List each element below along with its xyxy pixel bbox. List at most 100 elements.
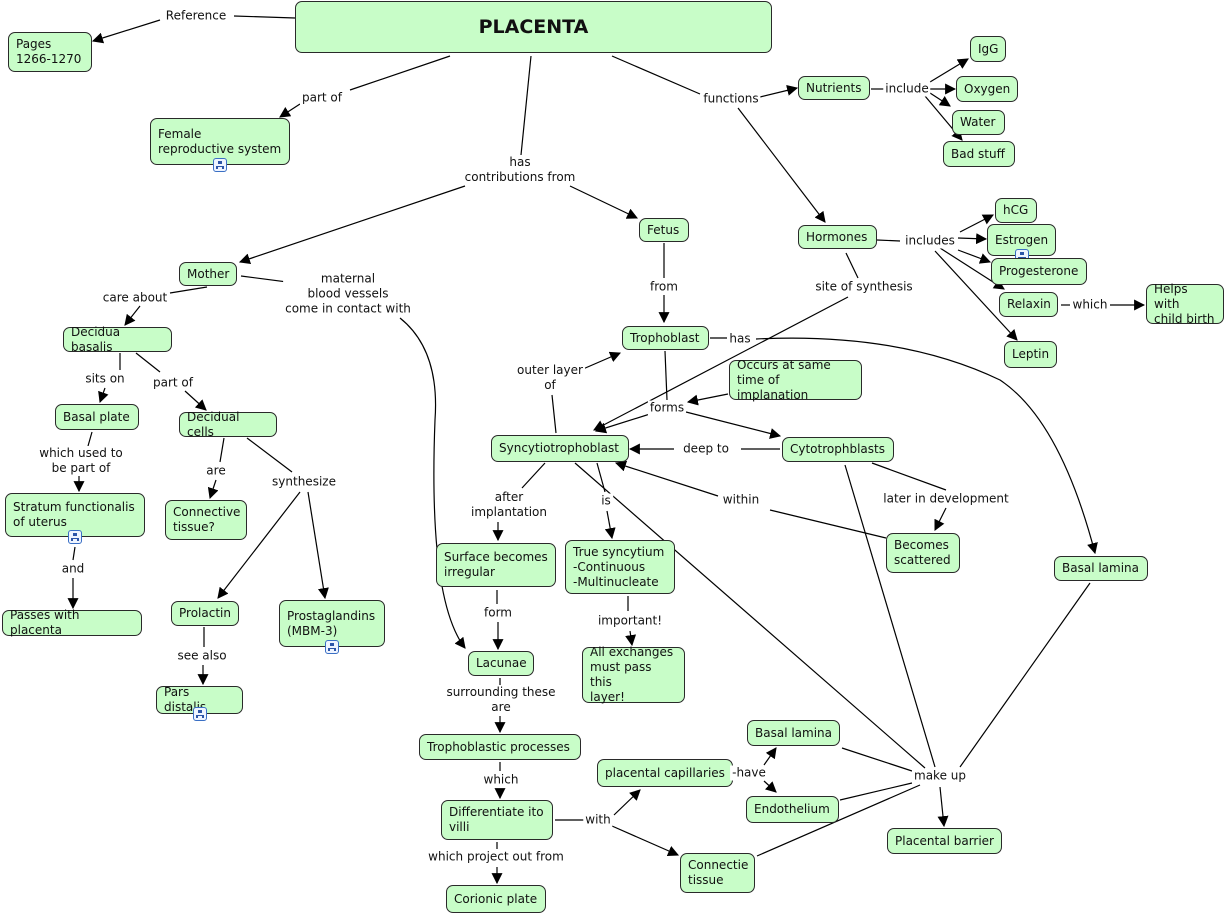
- linking-phrase-include[interactable]: include: [883, 81, 931, 97]
- concept-placenta[interactable]: PLACENTA: [295, 1, 772, 53]
- concept-label: Progesterone: [999, 264, 1079, 278]
- concept-decidual-cells[interactable]: Decidual cells: [179, 410, 277, 439]
- concept-endothelium[interactable]: Endothelium: [746, 796, 839, 823]
- link-line: [876, 239, 901, 242]
- linking-phrase-is[interactable]: is: [599, 493, 613, 509]
- linking-phrase-after[interactable]: after implantation: [469, 490, 549, 520]
- concept-becomes[interactable]: Becomes scattered: [886, 533, 960, 573]
- linking-phrase-which-1[interactable]: which: [1070, 297, 1110, 313]
- link-line: [135, 352, 161, 373]
- link-arrow: [217, 491, 301, 599]
- concept-bad[interactable]: Bad stuff: [943, 141, 1015, 167]
- linking-phrase-make-up[interactable]: make up: [912, 768, 968, 784]
- linking-phrase-within[interactable]: within: [720, 492, 762, 508]
- concept-placental-barrier[interactable]: Placental barrier: [887, 828, 1002, 854]
- linking-phrase-have[interactable]: -have: [730, 765, 768, 781]
- concept-all-ex[interactable]: All exchanges must pass this layer!: [582, 645, 685, 704]
- concept-water[interactable]: Water: [952, 110, 1005, 135]
- linking-phrase-part-of-1[interactable]: part of: [300, 90, 344, 106]
- linking-phrase-which-used[interactable]: which used to be part of: [37, 446, 125, 476]
- linking-phrase-from[interactable]: from: [648, 279, 680, 295]
- linking-phrase-includes[interactable]: includes: [903, 233, 957, 249]
- linking-phrase-which-project[interactable]: which project out from: [426, 849, 566, 865]
- concept-stratum[interactable]: Stratum functionalis of uterus: [5, 493, 145, 537]
- concept-label: Connective tissue?: [173, 505, 241, 534]
- concept-label: Oxygen: [964, 81, 1011, 96]
- link-line: [233, 15, 296, 19]
- concept-basal-lamina2[interactable]: Basal lamina: [747, 720, 840, 746]
- linking-phrase-see-also[interactable]: see also: [175, 648, 229, 664]
- concept-corionic[interactable]: Corionic plate: [446, 885, 546, 913]
- link-arrow: [124, 305, 141, 326]
- concept-true-sync[interactable]: True syncytium -Continuous -Multinucleat…: [565, 540, 675, 594]
- linking-phrase-site[interactable]: site of synthesis: [813, 279, 915, 295]
- concept-label: Surface becomes irregular: [444, 550, 548, 579]
- linking-phrase-form[interactable]: form: [482, 605, 514, 621]
- concept-hcg[interactable]: hCG: [995, 198, 1037, 223]
- concept-decidua[interactable]: Decidua basalis: [63, 325, 172, 354]
- concept-placental-cap[interactable]: placental capillaries: [597, 759, 733, 787]
- concept-basal-lamina1[interactable]: Basal lamina: [1054, 556, 1148, 581]
- concept-prostaglandins[interactable]: Prostaglandins (MBM-3): [279, 600, 385, 647]
- concept-label: Basal plate: [63, 409, 130, 424]
- linking-phrase-with[interactable]: with: [583, 812, 613, 828]
- concept-fetus[interactable]: Fetus: [639, 218, 689, 242]
- linking-phrase-outer[interactable]: outer layer of: [515, 363, 585, 393]
- concept-helps[interactable]: Helps with child birth: [1146, 282, 1224, 326]
- concept-surface[interactable]: Surface becomes irregular: [436, 543, 556, 587]
- concept-passes[interactable]: Passes with placenta: [2, 608, 142, 637]
- concept-female[interactable]: Female reproductive system: [150, 118, 290, 165]
- concept-lacunae[interactable]: Lacunae: [468, 651, 534, 676]
- link-line: [169, 286, 208, 294]
- linking-phrase-has-contrib[interactable]: has contributions from: [462, 155, 578, 185]
- concept-progesterone[interactable]: Progesterone: [991, 258, 1087, 285]
- link-line: [839, 782, 913, 801]
- linking-phrase-reference[interactable]: Reference: [163, 8, 229, 24]
- linking-phrase-are-1[interactable]: are: [204, 463, 228, 479]
- linking-phrase-later[interactable]: later in development: [881, 491, 1011, 507]
- concept-diff[interactable]: Differentiate ito villi: [441, 800, 553, 840]
- concept-syncytio[interactable]: Syncytiotrophoblast: [491, 435, 629, 462]
- linking-phrase-important[interactable]: important!: [595, 613, 665, 629]
- linking-phrase-functions[interactable]: functions: [701, 91, 761, 107]
- concept-prolactin[interactable]: Prolactin: [171, 601, 239, 626]
- linking-phrase-has[interactable]: has: [727, 331, 753, 347]
- concept-mother[interactable]: Mother: [179, 262, 237, 286]
- linking-phrase-forms[interactable]: forms: [647, 400, 687, 416]
- concept-map-link-icon[interactable]: [325, 640, 339, 654]
- link-arrow: [625, 630, 637, 647]
- concept-map-link-icon[interactable]: [192, 707, 207, 721]
- concept-basal-plate[interactable]: Basal plate: [55, 404, 139, 430]
- concept-igg[interactable]: IgG: [970, 36, 1006, 62]
- concept-relaxin[interactable]: Relaxin: [999, 292, 1058, 317]
- concept-label: Prostaglandins (MBM-3): [287, 608, 376, 638]
- linking-phrase-and[interactable]: and: [59, 561, 87, 577]
- concept-oxygen[interactable]: Oxygen: [956, 76, 1018, 102]
- concept-label: Basal lamina: [1062, 561, 1140, 575]
- linking-phrase-synthesize[interactable]: synthesize: [270, 474, 338, 490]
- linking-phrase-deep-to[interactable]: deep to: [681, 441, 731, 457]
- concept-label: Fetus: [647, 222, 680, 237]
- concept-connectie[interactable]: Connectie tissue: [680, 853, 755, 893]
- linking-phrase-maternal[interactable]: maternal blood vessels come in contact w…: [283, 271, 413, 317]
- concept-trophoblast[interactable]: Trophoblast: [622, 326, 709, 350]
- link-arrow: [686, 393, 729, 406]
- concept-occurs[interactable]: Occurs at same time of implanation: [729, 358, 862, 402]
- concept-nutrients[interactable]: Nutrients: [798, 76, 870, 100]
- concept-map-link-icon[interactable]: [68, 530, 82, 544]
- link-arrow: [957, 233, 988, 245]
- linking-phrase-care[interactable]: care about: [100, 290, 170, 306]
- concept-cyto[interactable]: Cytotrophblasts: [782, 437, 894, 462]
- concept-pages[interactable]: Pages 1266-1270: [8, 32, 92, 72]
- concept-leptin[interactable]: Leptin: [1004, 341, 1057, 368]
- link-arrow: [934, 507, 947, 531]
- linking-phrase-surrounding[interactable]: surrounding these are: [444, 685, 558, 715]
- linking-phrase-which-2[interactable]: which: [481, 772, 521, 788]
- linking-phrase-part-of-2[interactable]: part of: [151, 375, 195, 391]
- concept-connective[interactable]: Connective tissue?: [165, 500, 247, 540]
- concept-hormones[interactable]: Hormones: [798, 225, 877, 249]
- linking-phrase-sits-on[interactable]: sits on: [83, 371, 127, 387]
- link-arrow: [957, 249, 992, 264]
- concept-map-link-icon[interactable]: [213, 158, 227, 172]
- concept-tropho-proc[interactable]: Trophoblastic processes: [419, 734, 581, 760]
